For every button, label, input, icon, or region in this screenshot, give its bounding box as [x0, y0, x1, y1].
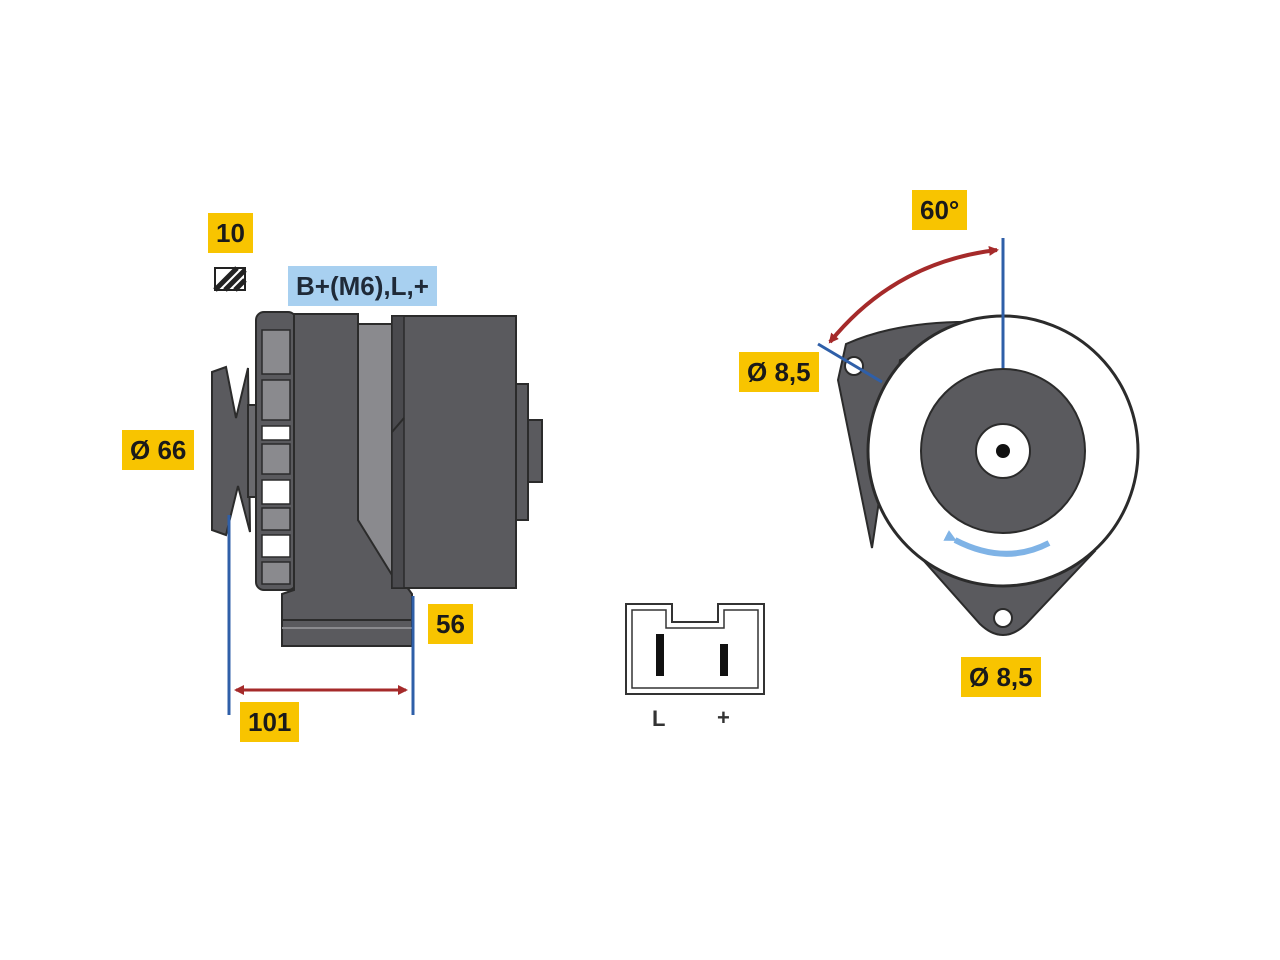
rear-housing [391, 315, 517, 589]
terminals-label: B+(M6),L,+ [288, 266, 437, 306]
hatch-icon [213, 266, 247, 292]
pulley [211, 365, 251, 537]
length-label: 101 [240, 702, 300, 742]
pulley-diameter-label: Ø 66 [122, 430, 195, 470]
upper-hole-label: Ø 8,5 [739, 352, 819, 392]
rotation-arrow-icon [943, 530, 1051, 557]
lower-hole-label: Ø 8,5 [961, 657, 1041, 697]
dimension-lines-side [227, 515, 415, 715]
mount-width-label: 56 [428, 604, 473, 644]
plug-connector [625, 603, 765, 695]
angle-label: 60° [912, 190, 968, 230]
pin-label-plus: + [717, 705, 730, 730]
pin-label-l: L [652, 706, 666, 731]
alternator-side-view [211, 311, 543, 647]
pin-l [656, 634, 664, 676]
alternator-front-view [836, 314, 1140, 636]
pin-plus [720, 644, 728, 676]
lower-mount-hole [993, 608, 1013, 628]
dimension-lines-front [817, 238, 1005, 384]
torque-label: 10 [208, 213, 253, 253]
angle-arrow [828, 245, 999, 344]
